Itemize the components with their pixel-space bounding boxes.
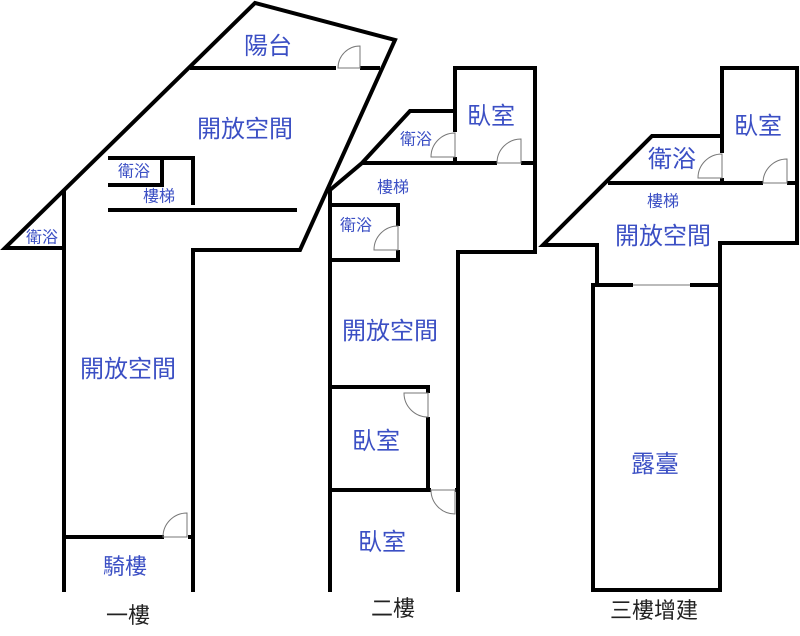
- room-terrace: 露臺: [631, 450, 679, 478]
- floor-1-caption: 一樓: [106, 604, 150, 629]
- room-arcade: 騎樓: [103, 555, 147, 580]
- floor-2-plan: 衛浴 臥室 樓梯 衛浴 開放空間 臥室 臥室 二樓: [328, 66, 537, 622]
- room-open-space: 開放空間: [342, 317, 438, 345]
- bedroom-middle-door[interactable]: [403, 392, 429, 418]
- floor-1-plan: 陽台 開放空間 衛浴 樓梯 衛浴 開放空間 騎樓 一樓: [0, 0, 398, 629]
- room-bedroom: 臥室: [734, 112, 782, 140]
- room-bathroom-inner: 衛浴: [118, 162, 150, 181]
- room-bedroom-lower: 臥室: [358, 528, 406, 556]
- floor-2-caption: 二樓: [371, 597, 415, 622]
- room-bathroom-lower: 衛浴: [340, 216, 372, 235]
- bedroom-upper-door[interactable]: [496, 138, 522, 164]
- room-open-space: 開放空間: [615, 222, 711, 250]
- room-stairs: 樓梯: [377, 178, 409, 197]
- bedroom-door[interactable]: [762, 158, 788, 184]
- room-bathroom: 衛浴: [648, 145, 696, 173]
- room-bathroom-side: 衛浴: [26, 228, 58, 247]
- bathroom-upper-door[interactable]: [430, 132, 456, 158]
- arcade-door[interactable]: [162, 512, 188, 538]
- room-open-space-upper: 開放空間: [197, 115, 293, 143]
- bathroom-lower-door[interactable]: [373, 225, 399, 251]
- room-bedroom-upper: 臥室: [467, 102, 515, 130]
- floor-3-caption: 三樓增建: [610, 599, 698, 624]
- bedroom-lower-door[interactable]: [430, 489, 456, 515]
- room-balcony: 陽台: [244, 32, 292, 60]
- room-stairs: 樓梯: [647, 192, 679, 211]
- floor-3-plan: 衛浴 臥室 樓梯 開放空間 露臺 三樓增建: [538, 66, 799, 624]
- room-stairs: 樓梯: [143, 187, 175, 206]
- balcony-door[interactable]: [337, 45, 361, 69]
- room-bathroom-upper: 衛浴: [400, 130, 432, 149]
- room-bedroom-middle: 臥室: [352, 427, 400, 455]
- room-open-space-main: 開放空間: [80, 355, 176, 383]
- bathroom-door[interactable]: [697, 153, 723, 179]
